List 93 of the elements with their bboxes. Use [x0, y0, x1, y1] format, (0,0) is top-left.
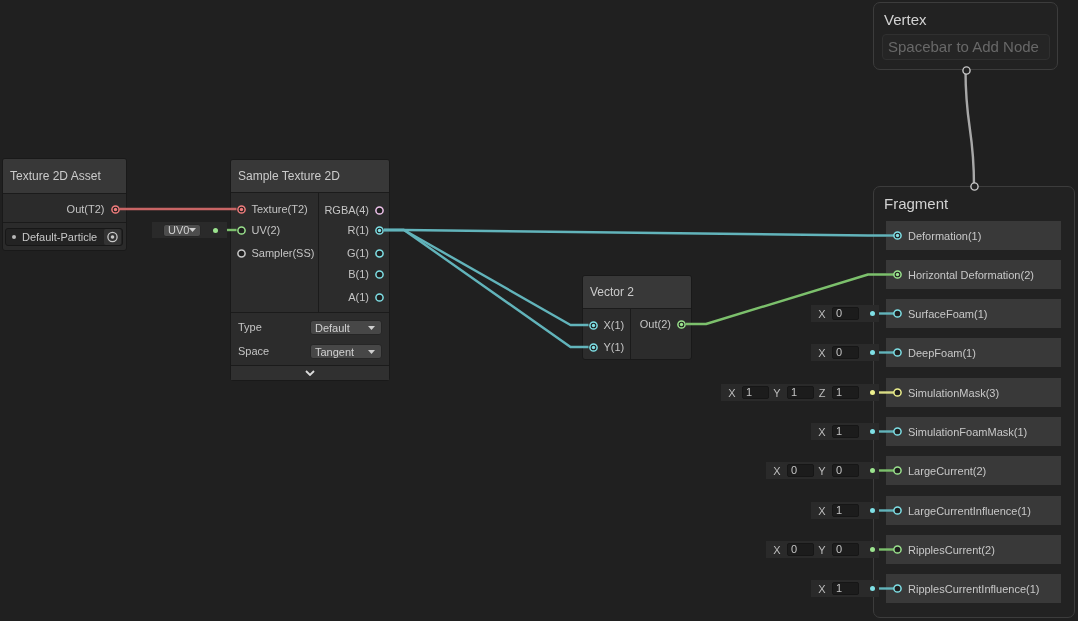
axis-label: Z: [817, 386, 827, 399]
connection-wire: [879, 548, 886, 551]
axis-label: X: [817, 425, 827, 438]
axis-label: X: [817, 307, 827, 320]
port-label: A(1): [348, 290, 369, 304]
value-field: 0: [832, 543, 859, 556]
connection-wire: [879, 469, 886, 472]
value-field: 1: [832, 582, 859, 595]
axis-label: X: [817, 346, 827, 359]
setting-label: Type: [238, 320, 262, 334]
setting-label: Space: [238, 344, 270, 358]
inline-input-box: [766, 462, 879, 479]
axis-label: X: [817, 504, 827, 517]
port-label: Sampler(SS): [251, 246, 315, 260]
block-row: [886, 417, 1061, 446]
port-label: Texture(T2): [251, 202, 308, 216]
connection-wire: [384, 228, 589, 349]
block-label: Deformation(1): [908, 229, 982, 242]
axis-label: X: [772, 543, 782, 556]
inline-input-box: [811, 580, 879, 597]
block-row: [886, 574, 1061, 603]
axis-label: X: [772, 464, 782, 477]
value-field: 0: [787, 543, 814, 556]
inline-input-box: [811, 423, 879, 440]
axis-label: Y: [817, 543, 827, 556]
block-label: DeepFoam(1): [908, 346, 976, 359]
node-header: Texture 2D Asset: [3, 159, 126, 194]
port-label: X(1): [603, 318, 625, 332]
axis-label: Y: [772, 386, 782, 399]
block-label: RipplesCurrent(2): [908, 543, 995, 556]
shader-node: [582, 275, 692, 360]
dropdown-button: UV0: [163, 223, 201, 237]
object-name: Default-Particle: [22, 231, 98, 243]
inline-input-box: [811, 502, 879, 519]
connection-wire: [879, 587, 886, 590]
port-label: G(1): [347, 246, 369, 260]
block-label: SimulationMask(3): [908, 386, 1000, 399]
value-field: 0: [832, 307, 859, 320]
inline-input-box: [811, 305, 879, 322]
connection-wire: [227, 228, 237, 232]
port-label: RGBA(4): [324, 203, 369, 217]
block-label: SurfaceFoam(1): [908, 307, 988, 320]
value-field: 1: [832, 386, 859, 399]
value-field: 1: [832, 504, 859, 517]
port-label: UV(2): [251, 223, 281, 237]
inline-input-box: [152, 222, 227, 238]
inline-input-box: [811, 344, 879, 361]
context-title: Vertex: [884, 11, 927, 29]
placeholder-field: Spacebar to Add Node: [882, 34, 1050, 60]
block-label: SimulationFoamMask(1): [908, 425, 1028, 438]
node-header: Sample Texture 2D: [231, 160, 389, 193]
inline-input-box: [721, 384, 879, 401]
block-row: [886, 456, 1061, 485]
port-label: Out(T2): [66, 202, 105, 216]
block-row: [886, 221, 1061, 250]
value-field: 1: [832, 425, 859, 438]
connection-wire: [119, 207, 237, 211]
value-field: 0: [832, 464, 859, 477]
dropdown-button: Default: [310, 320, 382, 335]
shader-node: [230, 159, 390, 381]
axis-label: X: [727, 386, 737, 399]
block-row: [886, 260, 1061, 289]
block-label: RipplesCurrentInfluence(1): [908, 582, 1040, 595]
connection-wire: [879, 351, 886, 354]
block-row: [886, 299, 1061, 328]
port-label: B(1): [348, 267, 369, 281]
value-field: 0: [832, 346, 859, 359]
inline-input-box: [766, 541, 879, 558]
value-field: 1: [787, 386, 814, 399]
block-label: LargeCurrent(2): [908, 464, 987, 477]
context-title: Fragment: [884, 195, 949, 213]
connection-wire: [879, 509, 886, 512]
dropdown-button: Tangent: [310, 344, 382, 359]
object-field: [5, 228, 123, 246]
port-label: R(1): [347, 223, 369, 237]
value-field: 0: [787, 464, 814, 477]
connection-wire: [879, 312, 886, 315]
block-row: [886, 535, 1061, 564]
block-row: [886, 338, 1061, 367]
value-field: 1: [742, 386, 769, 399]
node-header: Vector 2: [583, 276, 691, 309]
block-row: [886, 378, 1061, 407]
connection-wire: [879, 391, 886, 394]
block-label: LargeCurrentInfluence(1): [908, 504, 1031, 517]
connection-wire: [879, 430, 886, 433]
axis-label: X: [817, 582, 827, 595]
shader-node: [2, 158, 127, 251]
port-label: Out(2): [639, 317, 671, 331]
connection-wire: [686, 273, 886, 326]
block-row: [886, 496, 1061, 525]
axis-label: Y: [817, 464, 827, 477]
block-label: Horizontal Deformation(2): [908, 268, 1034, 281]
port-label: Y(1): [603, 340, 625, 354]
